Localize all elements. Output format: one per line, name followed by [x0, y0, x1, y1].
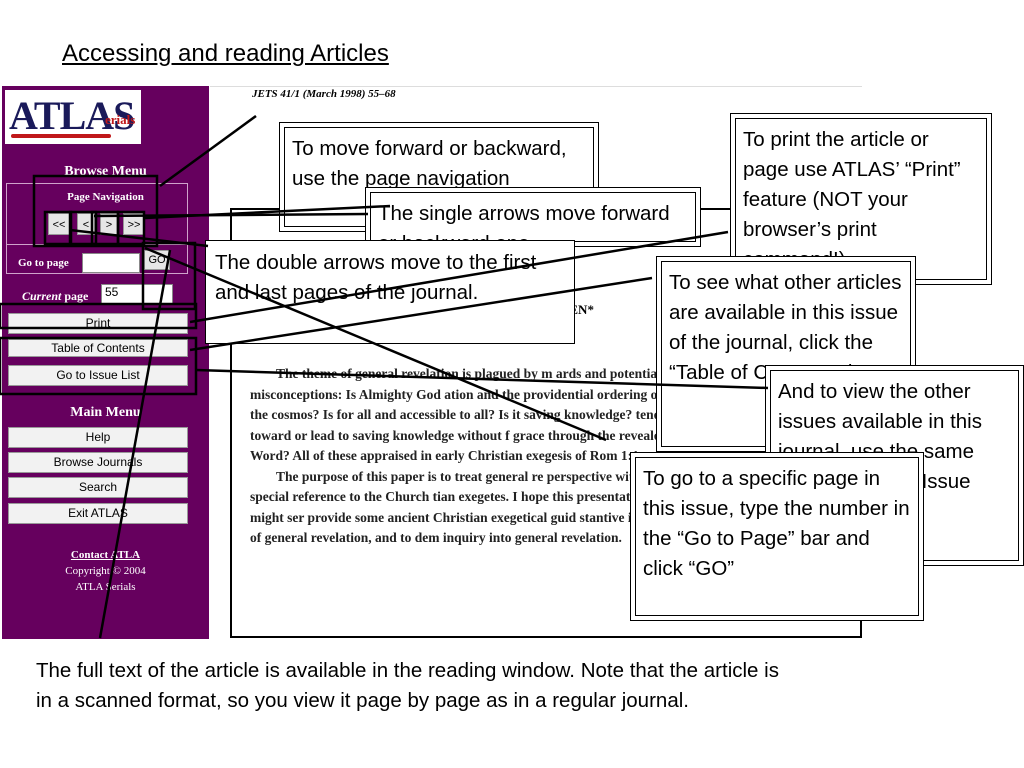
nav-prev-button[interactable]: <: [77, 213, 95, 235]
company-text: ATLA Serials: [75, 581, 136, 593]
go-to-page-input[interactable]: [82, 253, 140, 273]
nav-last-button[interactable]: >>: [123, 213, 145, 235]
page-navigation-label: Page Navigation: [67, 191, 144, 203]
contact-atla-link[interactable]: Contact ATLA: [70, 549, 141, 561]
atlas-sidebar: ATLAS erials Browse Menu Page Navigation…: [2, 86, 209, 639]
browse-menu-heading: Browse Menu: [64, 164, 147, 179]
current-label: Current: [22, 289, 62, 303]
callout-text: The single arrows move forward or backwa…: [370, 192, 696, 242]
slide-title: Accessing and reading Articles: [62, 40, 389, 67]
callout-text: To print the article or page use ATLAS’ …: [735, 118, 987, 280]
main-menu-heading: Main Menu: [70, 405, 141, 420]
callout-text: The double arrows move to the first and …: [215, 251, 537, 304]
print-button[interactable]: Print: [8, 313, 188, 334]
callout-go-to-page: To go to a specific page in this issue, …: [630, 452, 924, 621]
go-to-issue-list-button[interactable]: Go to Issue List: [8, 365, 188, 386]
go-to-page-label: Go to page: [18, 257, 69, 269]
article-paragraph: The purpose of this paper is to treat ge…: [250, 468, 661, 546]
callout-text: To move forward or backward, use the pag…: [284, 127, 594, 227]
article-text: The theme of general revelation is plagu…: [250, 364, 670, 549]
current-page-label: Current page: [22, 289, 88, 304]
nav-next-button[interactable]: >: [100, 213, 118, 235]
callout-text: To go to a specific page in this issue, …: [635, 457, 919, 616]
article-paragraph: The theme of general revelation is plagu…: [250, 366, 668, 463]
callout-double-arrows: The double arrows move to the first and …: [205, 240, 575, 344]
go-button[interactable]: GO: [144, 250, 170, 270]
footer-description: The full text of the article is availabl…: [36, 659, 779, 712]
atlas-logo[interactable]: ATLAS erials: [5, 90, 141, 144]
page-label: page: [64, 289, 89, 303]
frame-top-line: [210, 86, 862, 87]
callout-single-arrows: The single arrows move forward or backwa…: [365, 187, 701, 247]
exit-atlas-button[interactable]: Exit ATLAS: [8, 503, 188, 524]
copyright-text: Copyright © 2004: [65, 565, 146, 577]
current-page-field: 55: [101, 284, 173, 304]
logo-text: ATLAS: [9, 93, 135, 138]
journal-header: JETS 41/1 (March 1998) 55–68: [252, 88, 396, 100]
logo-swoosh: [11, 134, 111, 138]
search-button[interactable]: Search: [8, 477, 188, 498]
browse-journals-button[interactable]: Browse Journals: [8, 452, 188, 473]
logo-subtext: erials: [105, 112, 136, 127]
table-of-contents-button[interactable]: Table of Contents: [8, 339, 188, 357]
nav-first-button[interactable]: <<: [48, 213, 70, 235]
help-button[interactable]: Help: [8, 427, 188, 448]
